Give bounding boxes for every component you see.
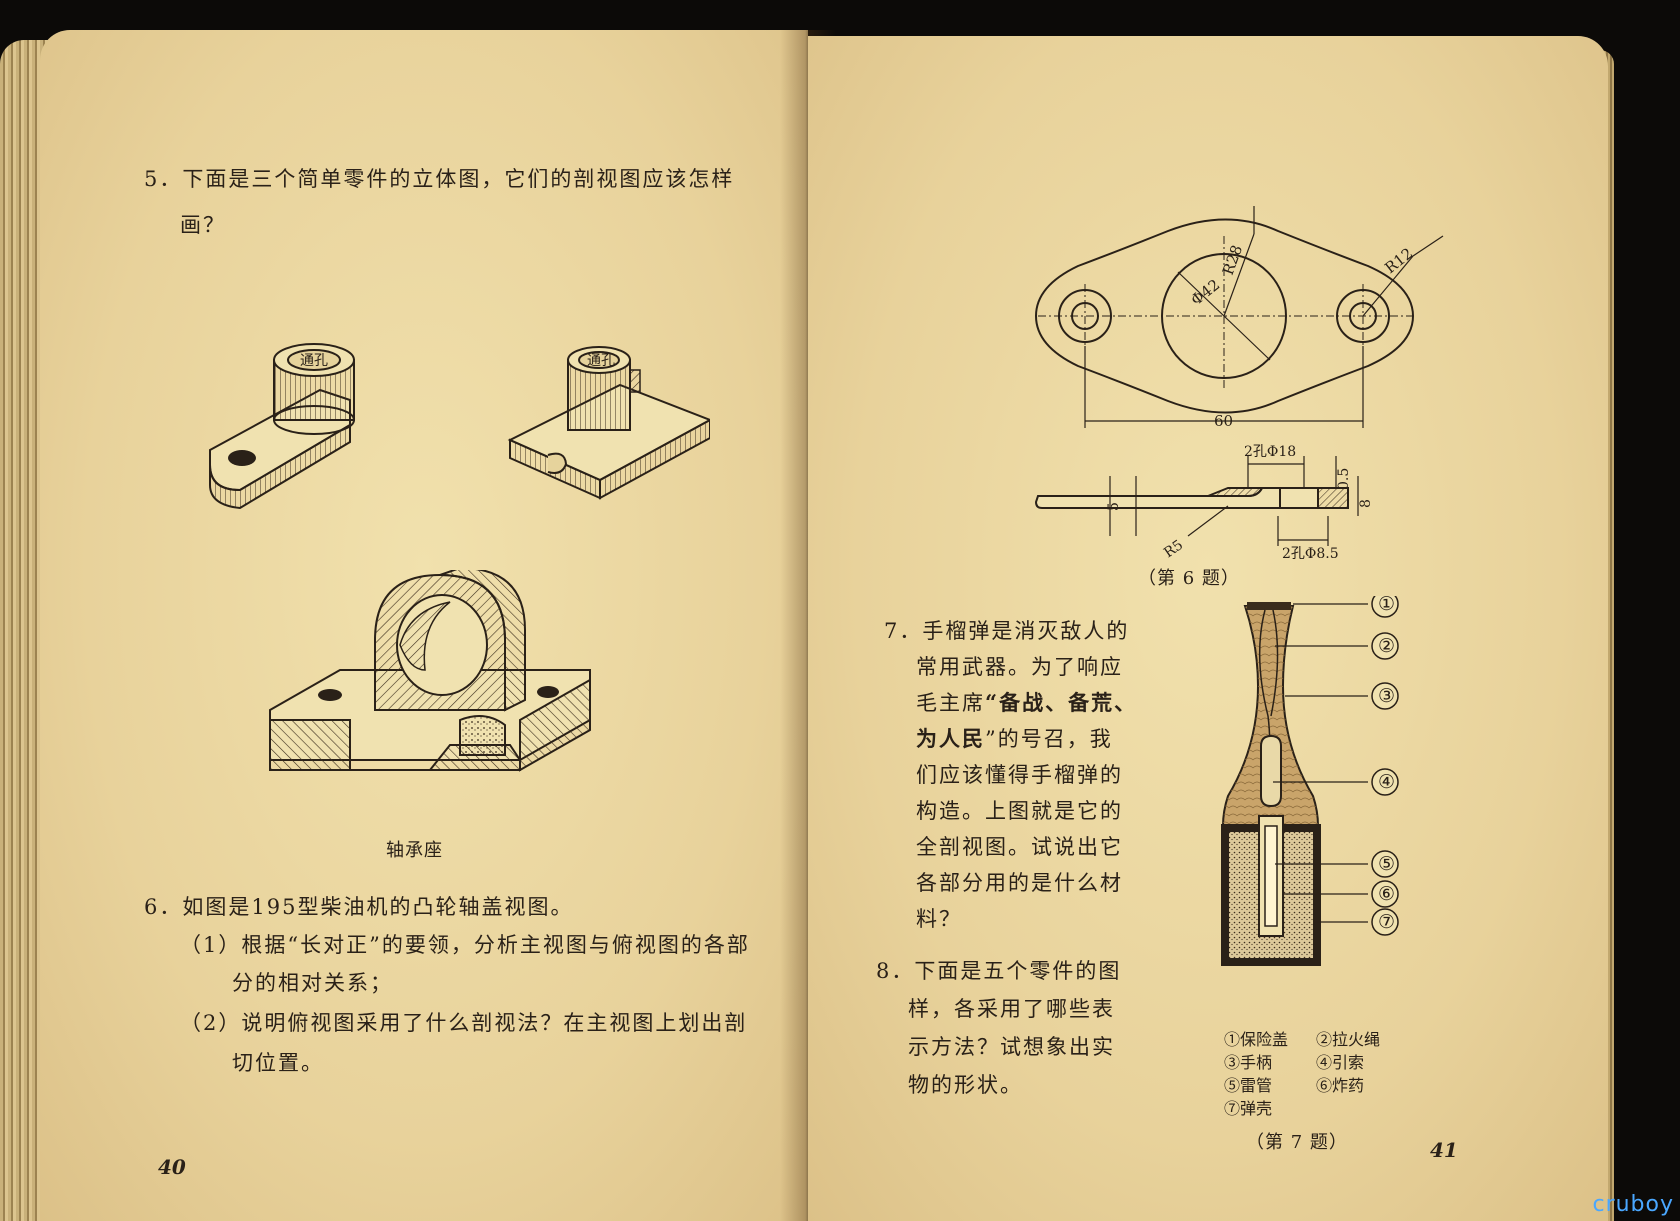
simple-parts-figure: 通孔 通孔 [209, 343, 710, 510]
q6-2-line1: （2）说明俯视图采用了什么剖视法？在主视图上划出剖 [180, 1011, 748, 1035]
fig6-caption: （第 6 题） [1138, 568, 1240, 589]
marker-4: ④ [1378, 771, 1395, 793]
grenade-section-figure: ① ② ③ ④ ⑤ ⑥ ⑦ [1221, 596, 1399, 966]
bearing-seat-figure [269, 570, 591, 772]
q6-line1: 6．如图是195型柴油机的凸轮轴盖视图。 [144, 895, 574, 919]
grenade-legend: ①保险盖 ②拉火绳 ③手柄 ④引索 ⑤雷管 ⑥炸药 ⑦弹壳 [1224, 1028, 1408, 1120]
marker-5: ⑤ [1378, 853, 1395, 875]
q7-line5: 们应该懂得手榴弹的 [916, 763, 1123, 787]
cam-cover-figure: R28 Φ42 R12 60 [1034, 206, 1444, 562]
legend-row-4: ⑦弹壳 [1224, 1097, 1408, 1120]
legend-row-1: ①保险盖 ②拉火绳 [1224, 1028, 1408, 1051]
q8-line2: 样，各采用了哪些表 [908, 997, 1115, 1021]
q8-line1: 8．下面是五个零件的图 [876, 959, 1122, 983]
q7-line8: 各部分用的是什么材 [916, 871, 1123, 895]
q7-line1: 7．手榴弹是消灭敌人的 [884, 619, 1130, 643]
page-number-right: 41 [1430, 1138, 1458, 1162]
right-page: R28 Φ42 R12 60 [808, 36, 1608, 1221]
legend-row-2: ③手柄 ④引索 [1224, 1051, 1408, 1074]
q6-1-line1: （1）根据“长对正”的要领，分析主视图与俯视图的各部 [180, 933, 750, 957]
marker-6: ⑥ [1378, 883, 1395, 905]
bearing-seat-caption: 轴承座 [386, 840, 443, 861]
q8-line3: 示方法？试想象出实 [908, 1035, 1115, 1059]
q7-line6: 构造。上图就是它的 [916, 799, 1123, 823]
q5-line2: 画？ [180, 213, 226, 237]
tonghole-label-2: 通孔 [587, 353, 615, 369]
marker-7: ⑦ [1378, 911, 1395, 933]
q7-line7: 全剖视图。试说出它 [916, 835, 1123, 859]
part-2-slotted-plate [507, 346, 710, 500]
legend-item: ⑥炸药 [1316, 1076, 1365, 1095]
dim-05: 0.5 [1336, 468, 1352, 490]
dim-r28: R28 [1219, 243, 1246, 278]
dim-2hole18: 2孔Φ18 [1244, 444, 1296, 460]
left-page: 5．下面是三个简单零件的立体图，它们的剖视图应该怎样 画？ [40, 30, 808, 1221]
q7-line9: 料？ [916, 907, 962, 931]
q7-line3-text: 毛主席 [916, 691, 985, 715]
marker-3: ③ [1378, 685, 1395, 707]
page-number-left: 40 [158, 1155, 186, 1179]
legend-item: ⑤雷管 [1224, 1076, 1273, 1095]
marker-2: ② [1378, 635, 1395, 657]
q7-line4-slogan: 为人民 [916, 726, 985, 751]
q7-line4: 为人民”的号召，我 [916, 724, 1113, 754]
q7-line2: 常用武器。为了响应 [916, 655, 1123, 679]
part-1-lug [209, 343, 355, 510]
q7-line4-text: ”的号召，我 [985, 727, 1113, 751]
fig7-caption: （第 7 题） [1246, 1132, 1348, 1153]
q7-line3: 毛主席“备战、备荒、 [916, 688, 1137, 718]
dim-phi42: Φ42 [1187, 276, 1223, 310]
legend-item: ③手柄 [1224, 1053, 1273, 1072]
q6-1-line2: 分的相对关系； [232, 971, 393, 995]
legend-row-3: ⑤雷管 ⑥炸药 [1224, 1074, 1408, 1097]
marker-1: ① [1378, 596, 1395, 615]
dim-2hole85: 2孔Φ8.5 [1282, 546, 1339, 562]
legend-item: ②拉火绳 [1316, 1030, 1381, 1049]
q6-2-line2: 切位置。 [232, 1051, 324, 1075]
q8-line4: 物的形状。 [908, 1073, 1023, 1097]
legend-item: ⑦弹壳 [1224, 1099, 1273, 1118]
tonghole-label-1: 通孔 [300, 353, 328, 369]
dim-5: 5 [1106, 502, 1122, 511]
legend-item: ①保险盖 [1224, 1030, 1289, 1049]
dim-r5: R5 [1161, 537, 1186, 561]
watermark: cruboy [1592, 1192, 1674, 1217]
legend-item: ④引索 [1316, 1053, 1365, 1072]
q7-line3-slogan: “备战、备荒、 [985, 690, 1138, 715]
dim-8: 8 [1358, 499, 1374, 508]
q5-line1: 5．下面是三个简单零件的立体图，它们的剖视图应该怎样 [144, 167, 735, 191]
dim-60: 60 [1214, 412, 1233, 430]
